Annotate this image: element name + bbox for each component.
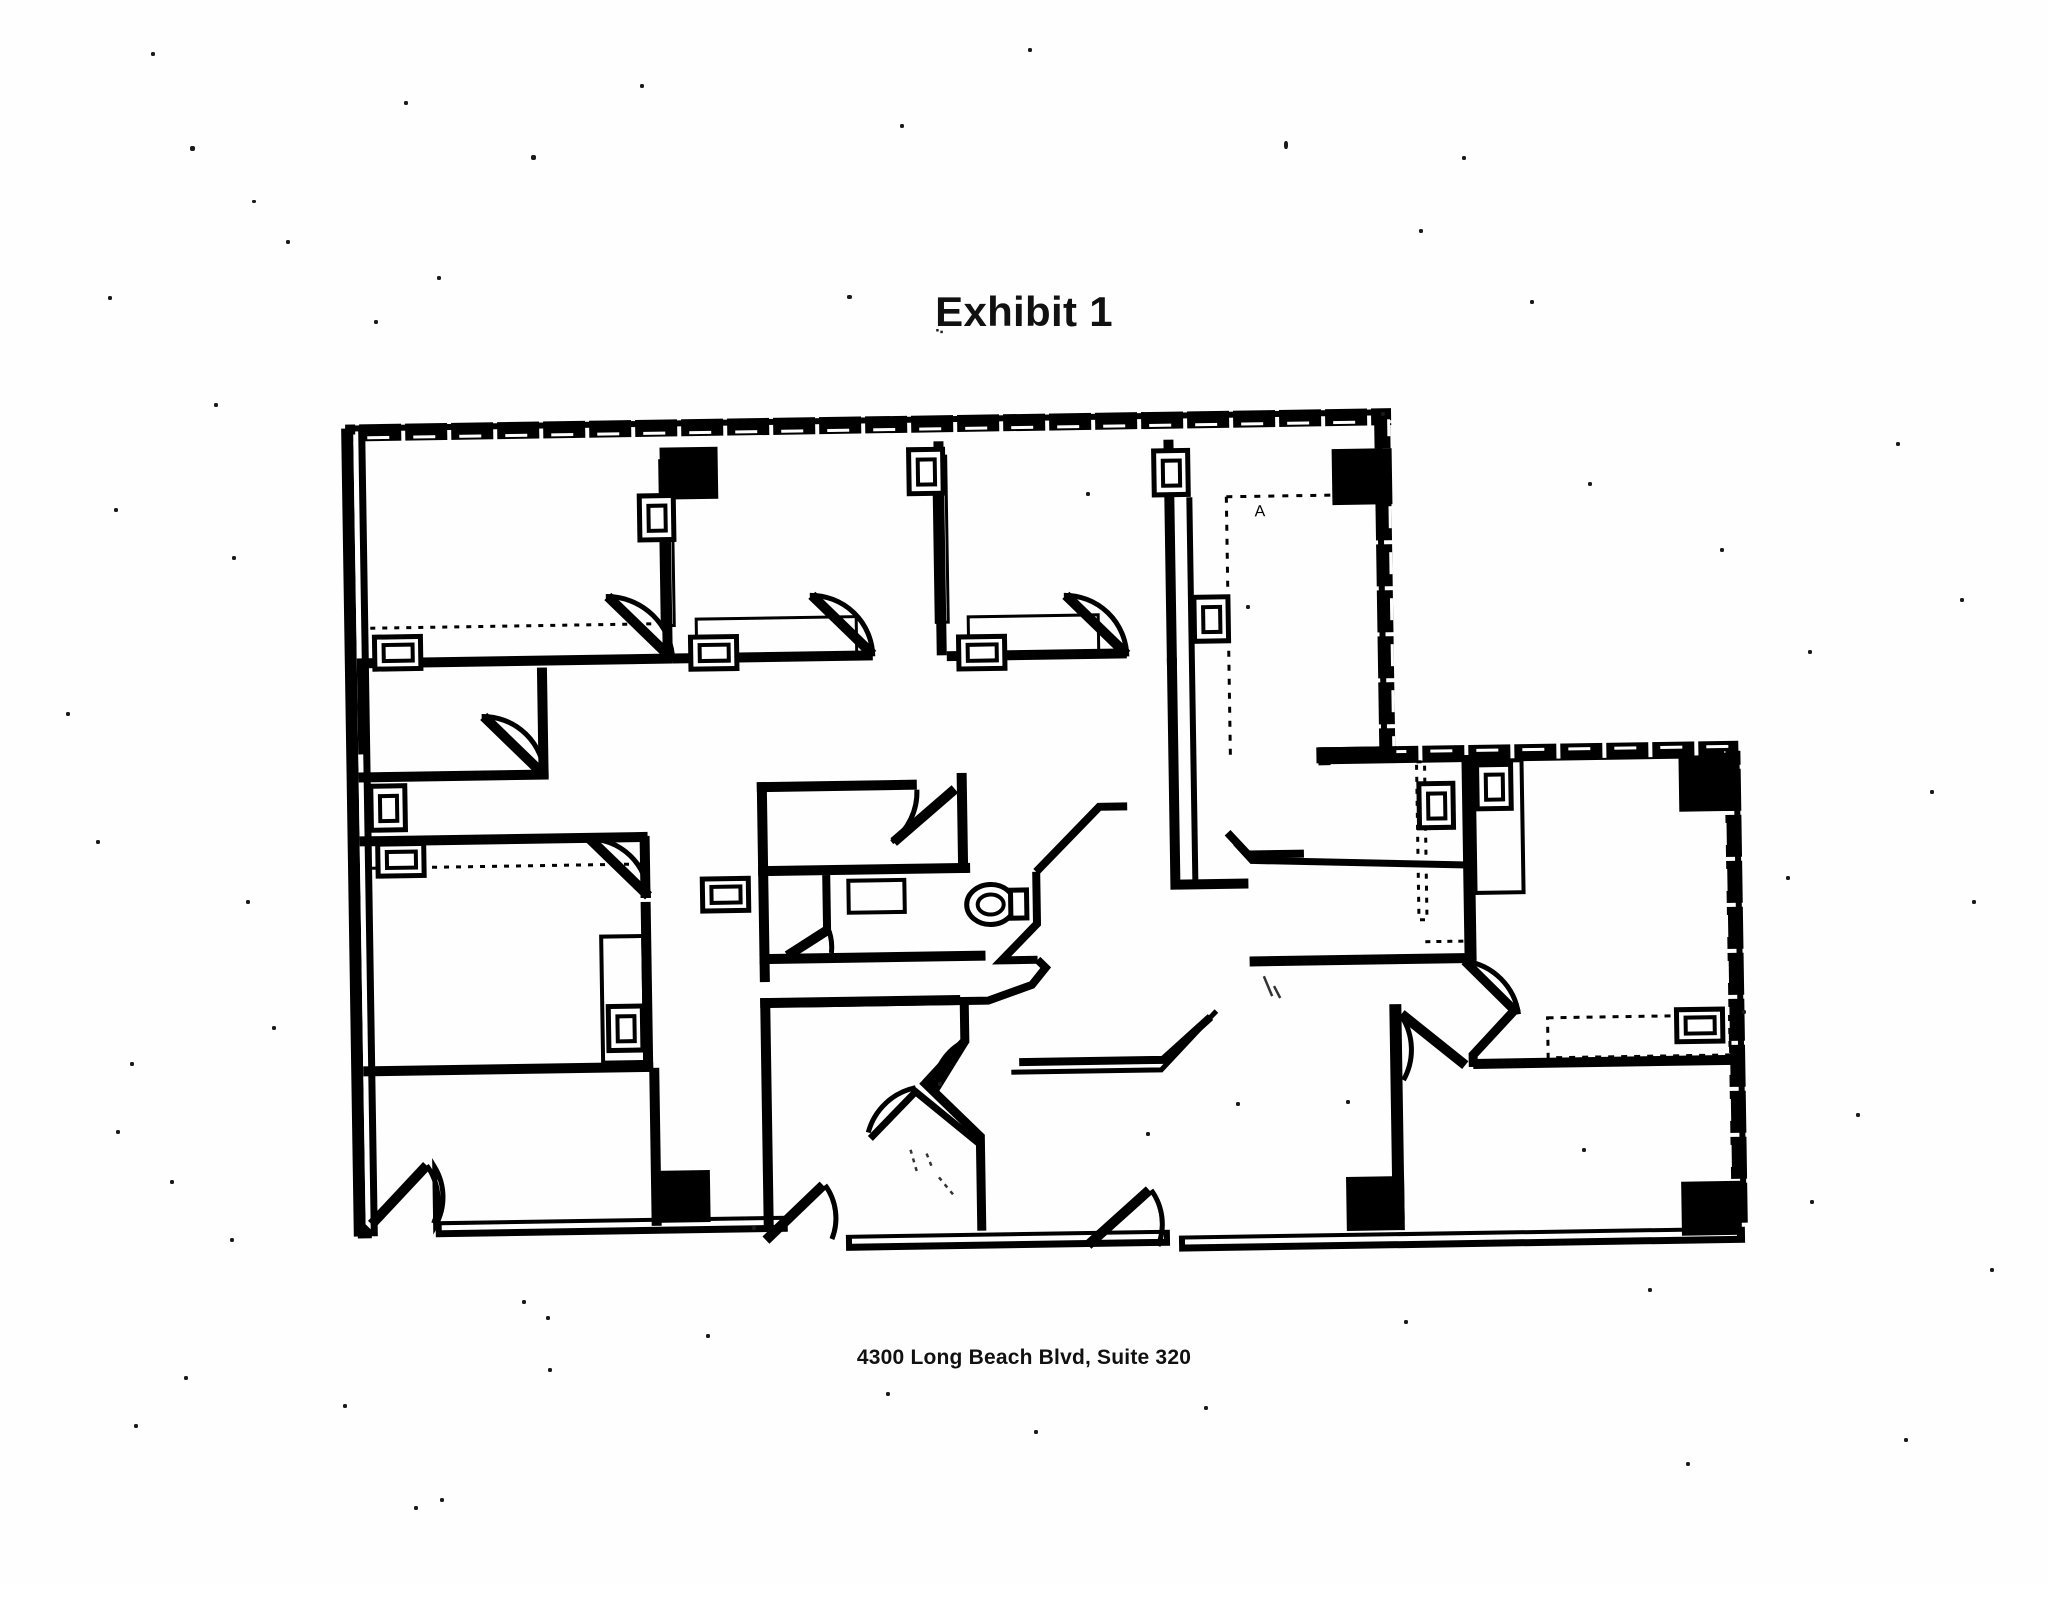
partition-core-north: [756, 779, 917, 793]
corner-detail-southwest: [357, 1216, 372, 1239]
toilet-fixture: [964, 882, 1030, 928]
exterior-wall-north: [345, 408, 1392, 442]
pencil-mark-2: [1262, 975, 1282, 999]
corridor-wing-south: [1019, 1014, 1214, 1067]
hvac-unit-7: [378, 843, 424, 876]
corridor-wing-north-inner: [1233, 840, 1469, 869]
partition-east-lower-west: [1389, 1004, 1405, 1221]
restroom-vestibule-outer: [1033, 802, 1128, 875]
plan-geometry: A: [341, 408, 1748, 1252]
restroom-vestibule-wall: [991, 871, 1042, 965]
door-leaf-restroom: [784, 924, 832, 960]
exterior-wall-north-east: [1318, 740, 1739, 765]
partition-core-west: [756, 782, 770, 983]
partition-east-wing-south: [1249, 952, 1472, 967]
hvac-unit-1: [639, 495, 674, 540]
door-leaf-southwest: [367, 1162, 431, 1228]
door-leaf-center-left: [762, 1181, 827, 1244]
hvac-unit-14: [958, 636, 1004, 669]
hvac-unit-4: [1194, 597, 1229, 642]
pencil-mark: [909, 1149, 957, 1198]
door-leaf-east-lower: [1398, 1010, 1469, 1069]
partition-southwest-east: [649, 1067, 662, 1226]
partition-core-lower-west: [760, 998, 774, 1229]
lavatory-counter: [846, 877, 907, 915]
structural-column-4: [655, 1169, 711, 1223]
hvac-unit-9: [702, 878, 748, 911]
page-title: Exhibit 1: [0, 288, 2048, 336]
door-leaf-office2: [808, 591, 877, 658]
soffit-reception-top: [1226, 493, 1335, 499]
hvac-unit-5: [374, 636, 420, 669]
caption-text: 4300 Long Beach Blvd, Suite 320: [856, 1346, 1192, 1369]
partition-core-lower-angled: [919, 1000, 987, 1231]
partition-corridor-stub-bottom: [1178, 878, 1249, 890]
door-swing-office1: [605, 594, 676, 662]
plan-mark-a: A: [1254, 503, 1265, 520]
corridor-funnel-left: [867, 1086, 983, 1148]
structural-column-2: [1331, 448, 1393, 506]
east-wing-angled-arc: [1464, 958, 1521, 1015]
corridor-inner-line: [1186, 497, 1199, 888]
hvac-unit-12: [1676, 1009, 1722, 1042]
partition-core-small-south: [758, 862, 971, 877]
exterior-wall-step: [1316, 746, 1397, 764]
door-swing-southwest: [432, 1157, 446, 1235]
title-speck-icon: [936, 329, 943, 334]
door-swing-center-right: [1149, 1188, 1165, 1247]
structural-column-6: [1681, 1180, 1742, 1236]
exterior-wall-east-lower: [1724, 750, 1748, 1223]
door-swing-west-upper: [481, 713, 548, 778]
exterior-wall-west: [341, 428, 366, 1237]
door-leaf-core-small: [890, 785, 959, 846]
partition-corridor-stub-vertical: [1166, 657, 1181, 890]
partition-office1-lower: [356, 666, 365, 755]
hvac-unit-6: [371, 786, 406, 831]
hvac-unit-10: [1419, 783, 1454, 828]
structural-column-1: [659, 446, 719, 500]
casework-east-lower: [1546, 1013, 1732, 1060]
partition-restroom-stall: [822, 875, 832, 932]
door-leaf-office1: [604, 592, 677, 664]
exterior-wall-step-return: [1318, 747, 1331, 766]
door-leaf-office3: [1062, 591, 1131, 658]
door-leaf-west-mid: [586, 835, 652, 900]
structural-column-5: [1346, 1176, 1405, 1231]
hvac-unit-3: [1154, 450, 1189, 495]
partition-core-lower-north: [760, 995, 961, 1009]
door-swing-center-left: [823, 1183, 839, 1240]
casework-east-upper: [1471, 758, 1526, 895]
door-leaf-west-upper: [480, 712, 549, 780]
door-swing-office2: [809, 592, 876, 657]
soffit-east-wing: [1425, 939, 1472, 944]
partition-office1-south: [356, 653, 673, 669]
corridor-funnel-arc: [865, 1085, 917, 1134]
hvac-unit-8: [608, 1006, 643, 1051]
structural-column-3: [1678, 754, 1740, 812]
door-swing-office3: [1063, 592, 1130, 657]
partition-restroom-south: [759, 950, 986, 965]
partition-west-upper-south: [358, 769, 549, 783]
partition-west-mid-south: [359, 831, 648, 847]
partition-east-wing-closet: [1414, 760, 1429, 922]
hvac-unit-13: [690, 636, 736, 669]
door-swing-west-mid: [587, 836, 652, 898]
soffit-west-mid: [372, 862, 641, 870]
closet-office2: [658, 458, 676, 628]
partition-core-small-east: [956, 772, 969, 874]
hvac-unit-2: [909, 449, 944, 494]
hvac-unit-11: [1477, 764, 1512, 809]
corridor-wing-south-inner: [1011, 1009, 1219, 1075]
east-wing-angled-wall: [1461, 957, 1521, 1068]
door-swing-southwest-arc: [424, 1163, 441, 1225]
door-leaf-center-right: [1084, 1186, 1153, 1249]
plan-caption: 4300 Long Beach Blvd, Suite 320: [0, 1346, 2048, 1370]
partition-west-lower-south: [363, 1061, 654, 1077]
title-text: Exhibit 1: [935, 288, 1113, 335]
soffit-office1: [370, 622, 669, 630]
partition-east-lower-north: [1473, 1054, 1742, 1069]
